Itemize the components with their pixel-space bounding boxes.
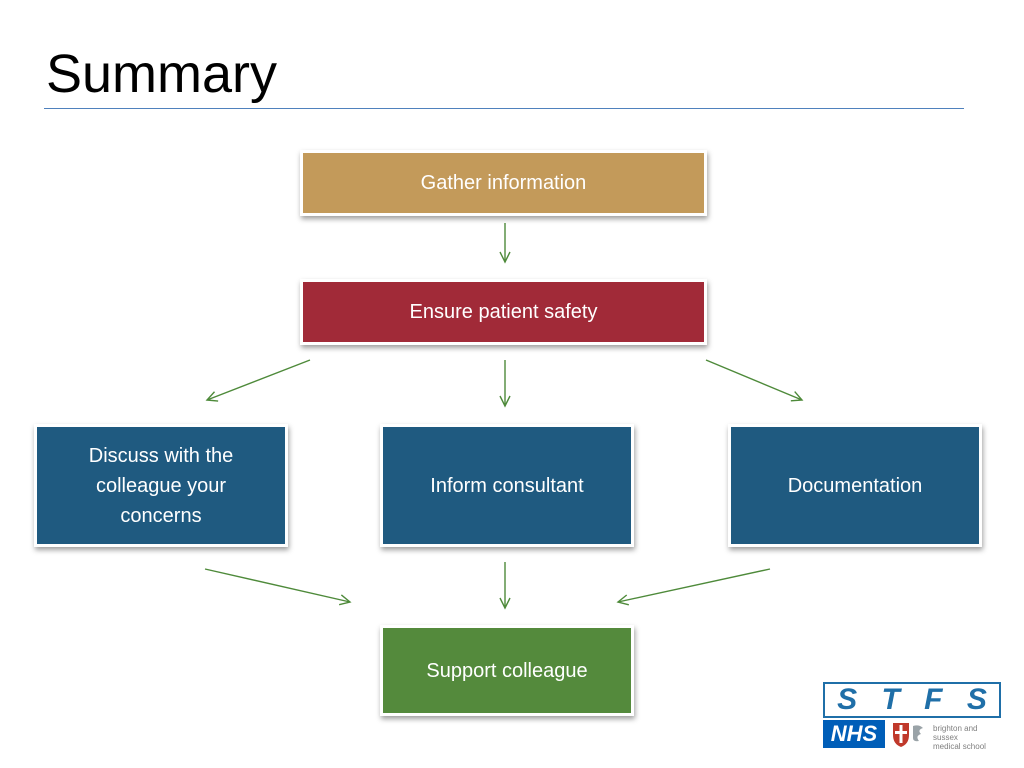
arrow-safety-to-documentation <box>705 359 804 402</box>
school-line: brighton and sussex <box>933 724 978 742</box>
stfs-letters: S T F S <box>823 682 1001 718</box>
logo-letter: S <box>966 683 987 716</box>
logo-letter: F <box>924 683 943 716</box>
school-line: medical school <box>933 742 986 751</box>
arrow-safety-to-discuss <box>205 359 311 402</box>
medical-school-name: brighton and sussex medical school <box>933 724 1003 751</box>
node-ensure-patient-safety: Ensure patient safety <box>300 279 707 345</box>
title-divider <box>44 108 964 109</box>
node-gather-information: Gather information <box>300 150 707 216</box>
node-documentation: Documentation <box>728 424 982 547</box>
arrow-documentation-to-support <box>616 568 771 606</box>
node-discuss-with-colleague: Discuss with the colleague your concerns <box>34 424 288 547</box>
node-support-colleague: Support colleague <box>380 625 634 716</box>
slide-title: Summary <box>46 44 278 104</box>
logo-letter: T <box>881 683 900 716</box>
nhs-logo: NHS <box>823 720 885 748</box>
university-crest-icon <box>893 723 923 747</box>
stfs-logo: S T F S NHS brighton and sussex medical … <box>823 682 1003 751</box>
arrow-discuss-to-support <box>204 568 352 606</box>
logo-letter: S <box>837 683 858 716</box>
node-inform-consultant: Inform consultant <box>380 424 634 547</box>
